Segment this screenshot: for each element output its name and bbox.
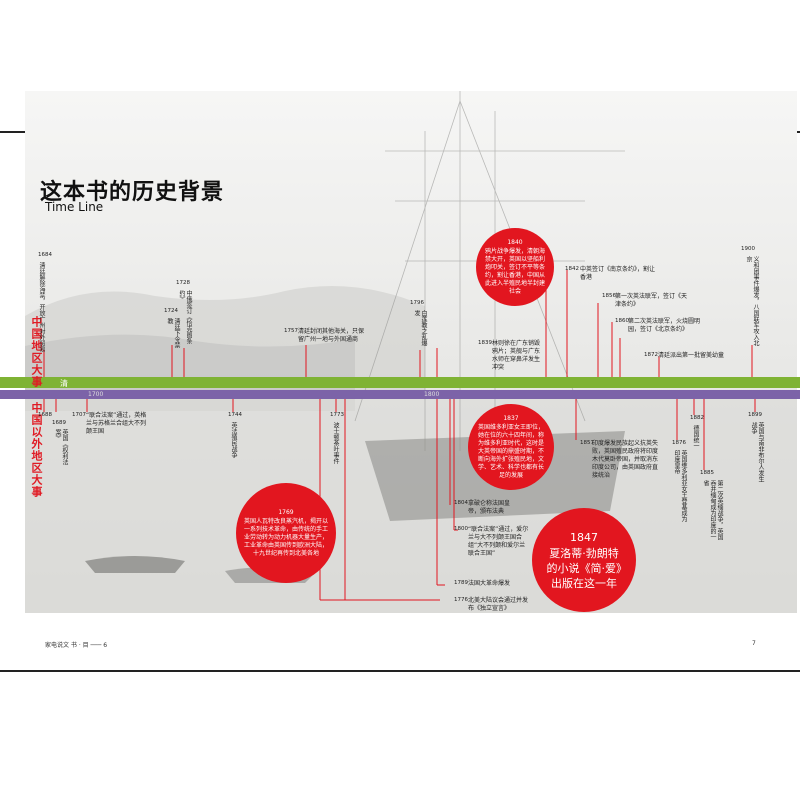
event-text: 第二次英法联军，火烧圆明园，签订《北京条约》 [628, 318, 701, 333]
highlight-circle-1840: 1840 鸦片战争爆发，清朝海禁大开，英国以坚船利炮叩关，签订不平等条约，割让香… [476, 228, 554, 306]
event-text: 波士顿茶叶事件 [332, 422, 339, 464]
event-year: 1689 [52, 420, 66, 426]
world-events-label: 中国以外地区大事 [30, 402, 43, 498]
event-text: 义和团事件爆发，八国联军攻入北京 [745, 256, 759, 346]
circle-year: 1769 [278, 508, 294, 516]
event-text: “联合法案”通过，英格兰与苏格兰合组大不列颠王国 [86, 412, 147, 435]
event-year: 1872 [644, 352, 658, 358]
event-text: 北美大陆议会通过并发布《独立宣言》 [468, 597, 529, 612]
event-text: 中俄签订《恰克图条约》 [178, 290, 192, 344]
event-year: 1860 [615, 318, 629, 324]
event-year: 1800 [454, 526, 468, 532]
event-year: 1684 [38, 252, 52, 258]
event-year: 1688 [38, 412, 52, 418]
event-year: 1885 [700, 470, 714, 476]
page-number: 7 [752, 640, 756, 647]
circle-text: 夏洛蒂·勃朗特的小说《简·爱》出版在这一年 [546, 546, 622, 590]
event-text: 清廷下令禁教 [166, 318, 180, 348]
event-text: 印度爆发民族起义抗英失败，英国殖民政府将印度木代莫卧帝国，并取消东印度公司，由英… [592, 440, 659, 479]
event-year: 1773 [330, 412, 344, 418]
event-text: 德国统一 [692, 425, 699, 449]
event-year: 1744 [228, 412, 242, 418]
event-year: 1728 [176, 280, 190, 286]
event-year: 1839 [478, 340, 492, 346]
footer-left: 家电说文 书 · 目 ─── 6 [45, 642, 108, 649]
circle-text: 英国人瓦特改良蒸汽机，揭开以一系列技术革命，由传统的手工业劳动转为动力机器大量生… [244, 517, 329, 557]
event-year: 1757 [284, 328, 298, 334]
event-year: 1842 [565, 266, 579, 272]
circle-year: 1837 [503, 414, 519, 422]
event-year: 1724 [164, 308, 178, 314]
event-year: 1857 [580, 440, 594, 446]
event-year: 1876 [672, 440, 686, 446]
event-year: 1796 [410, 300, 424, 306]
event-year: 1776 [454, 597, 468, 603]
china-timeline-band [0, 377, 800, 388]
event-year: 1804 [454, 500, 468, 506]
page-subtitle: Time Line [45, 200, 104, 214]
event-year: 1900 [741, 246, 755, 252]
event-year: 1707 [72, 412, 86, 418]
world-timeline-band [0, 390, 800, 399]
event-text: 英国维多利亚女王登基成为印度皇帝 [673, 450, 687, 522]
event-text: 林则徐在广东销毁鸦片；英舰与广东水师在穿鼻洋发生冲突 [492, 340, 541, 371]
highlight-circle-1847: 1847 夏洛蒂·勃朗特的小说《简·爱》出版在这一年 [532, 508, 636, 612]
event-text: 法国大革命爆发 [468, 580, 511, 587]
year-marker-1700: 1700 [88, 391, 104, 398]
highlight-circle-1837: 1837 英国维多利亚女王即位，她在位的六十四年间，称为维多利亚时代，这时是大英… [468, 404, 554, 490]
ship-harbor-background [25, 91, 797, 613]
event-text: 英法殖民战争 [230, 422, 237, 458]
event-text: 清廷派出第一批留美幼童 [658, 352, 725, 359]
event-year: 1789 [454, 580, 468, 586]
event-text: 清廷封闭其他海关，只保留广州一地与外国通商 [298, 328, 365, 343]
event-text: 拿破仑称法国皇帝，颁布法典 [468, 500, 511, 515]
year-marker-1800: 1800 [424, 391, 440, 398]
event-text: 第一次英法联军，签订《天津条约》 [615, 293, 688, 308]
event-text: 中英签订《南京条约》，割让香港 [580, 266, 656, 281]
event-year: 1899 [748, 412, 762, 418]
event-text: 清廷解除海禁，开放广州对外贸易 [38, 262, 45, 352]
event-text: “联合法案”通过，爱尔兰与大不列颠王国合组“大不列颠和爱尔兰联合王国” [468, 526, 529, 557]
circle-text: 英国维多利亚女王即位，她在位的六十四年间，称为维多利亚时代，这时是大英帝国的鼎盛… [477, 423, 544, 479]
event-text: 英国与南非布尔人发生战争 [750, 422, 764, 482]
era-label-qing: 清 [60, 379, 68, 388]
event-text: 英国《权利法案》 [54, 429, 68, 465]
event-text: 白莲教之乱爆发 [413, 310, 427, 346]
event-year: 1856 [602, 293, 616, 299]
circle-year: 1840 [507, 238, 523, 246]
circle-year: 1847 [570, 530, 598, 544]
highlight-circle-1769: 1769 英国人瓦特改良蒸汽机，揭开以一系列技术革命，由传统的手工业劳动转为动力… [236, 483, 336, 583]
event-year: 1882 [690, 415, 704, 421]
china-events-label: 中国地区大事 [30, 316, 43, 388]
circle-text: 鸦片战争爆发，清朝海禁大开，英国以坚船利炮叩关，签订不平等条约，割让香港，中国从… [484, 247, 545, 295]
event-text: 第二次英缅战争，英国吞并缅甸成为印度的一省 [702, 480, 723, 540]
page-title: 这本书的历史背景 [40, 180, 225, 205]
